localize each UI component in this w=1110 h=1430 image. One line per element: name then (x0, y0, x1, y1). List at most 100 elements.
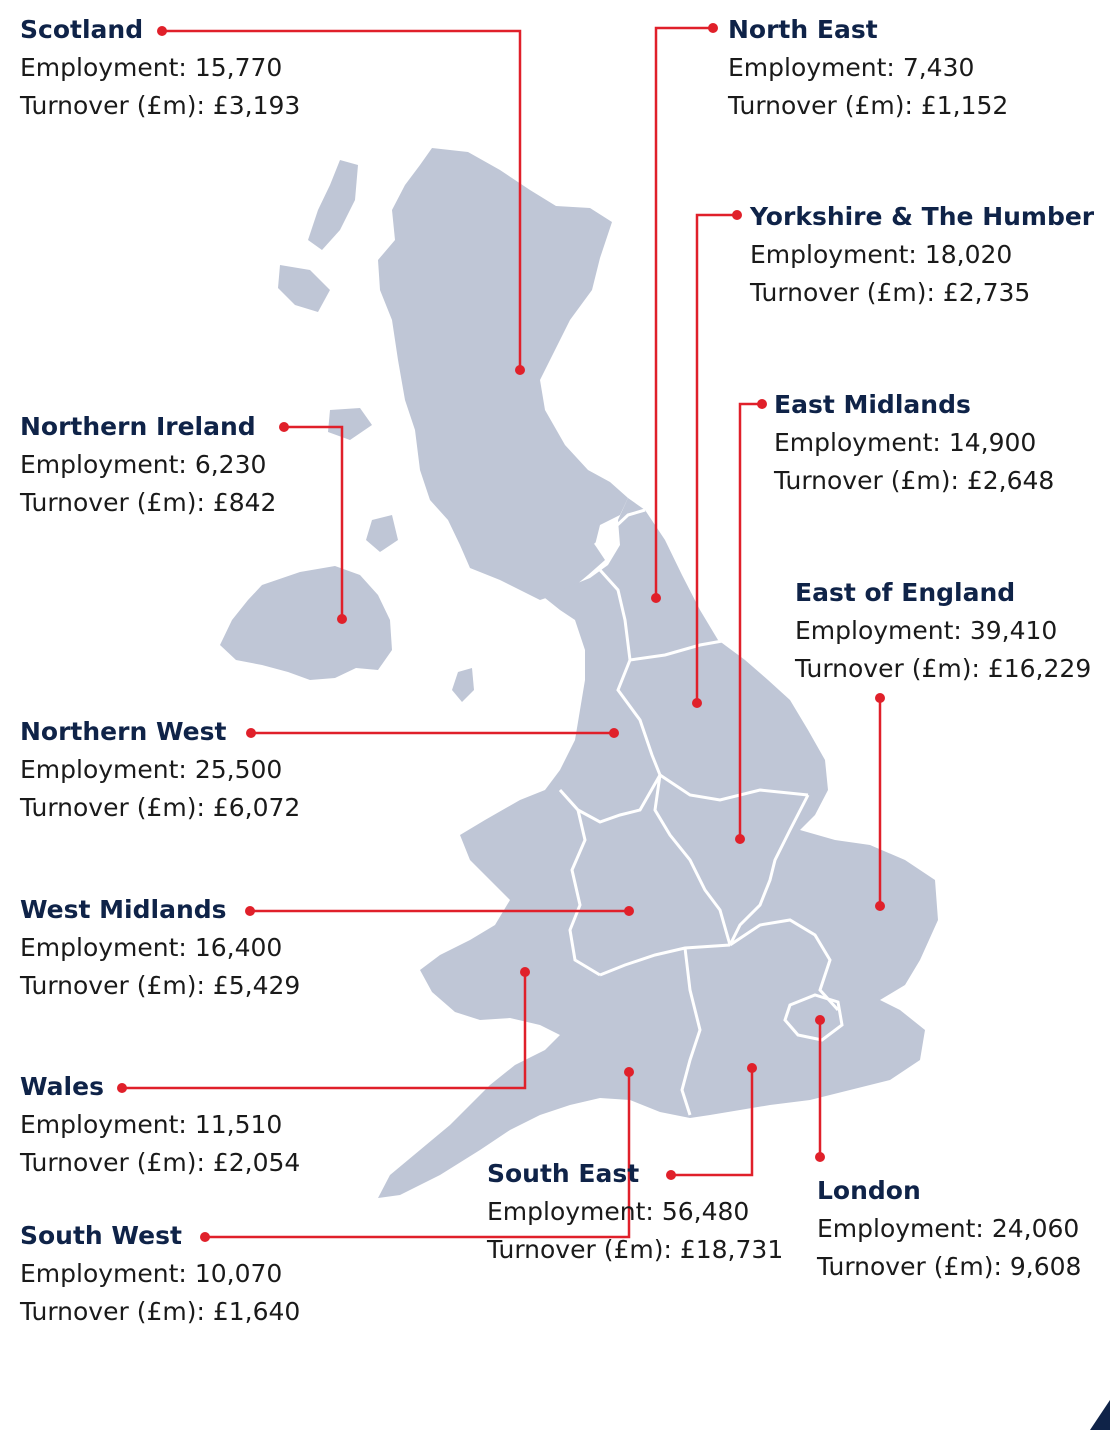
marker-wales-label (117, 1083, 127, 1093)
border-london (783, 993, 844, 1042)
turnover-line: Turnover (£m): £3,193 (20, 87, 300, 125)
border-scotland-england (594, 508, 646, 547)
region-name: Yorkshire & The Humber (750, 202, 1095, 231)
turnover-value: £842 (212, 488, 277, 517)
turnover-label: Turnover (£m): (487, 1235, 672, 1264)
border-northwest-yorkshire (616, 659, 662, 776)
turnover-label: Turnover (£m): (20, 793, 205, 822)
turnover-label: Turnover (£m): (817, 1252, 1002, 1281)
employment-value: 25,500 (194, 755, 283, 784)
region-label-wales: Wales Employment: 11,510 Turnover (£m): … (20, 1068, 300, 1182)
employment-line: Employment: 18,020 (750, 236, 1094, 274)
border-southwest-southeast (680, 947, 702, 1116)
turnover-label: Turnover (£m): (728, 91, 913, 120)
region-label-west-midlands: West Midlands Employment: 16,400 Turnove… (20, 891, 300, 1005)
border-northeast-yorkshire (629, 638, 729, 662)
leader-north-east (654, 26, 713, 598)
marker-ni-map (337, 614, 347, 624)
land-masses (220, 148, 938, 1198)
leader-markers (117, 23, 885, 1242)
leader-scotland (162, 29, 522, 370)
marker-ee-map (875, 901, 885, 911)
employment-label: Employment: (20, 1110, 187, 1139)
region-name: Wales (20, 1072, 104, 1101)
region-name: Northern West (20, 717, 227, 746)
employment-value: 6,230 (194, 450, 267, 479)
employment-line: Employment: 39,410 (795, 612, 1091, 650)
marker-sw-map (624, 1067, 634, 1077)
turnover-value: £3,193 (212, 91, 301, 120)
turnover-line: Turnover (£m): £2,648 (774, 462, 1054, 500)
marker-em-map (735, 834, 745, 844)
turnover-value: £2,648 (966, 466, 1055, 495)
turnover-label: Turnover (£m): (20, 1297, 205, 1326)
marker-ne-label (708, 23, 718, 33)
employment-label: Employment: (750, 240, 917, 269)
employment-label: Employment: (817, 1214, 984, 1243)
turnover-line: Turnover (£m): £2,735 (750, 274, 1094, 312)
marker-ne-map (651, 593, 661, 603)
region-label-northern-west: Northern West Employment: 25,500 Turnove… (20, 713, 300, 827)
employment-line: Employment: 15,770 (20, 49, 300, 87)
land-scotland-islands-islay (366, 515, 398, 552)
employment-line: Employment: 14,900 (774, 424, 1054, 462)
turnover-line: Turnover (£m): £18,731 (487, 1231, 783, 1269)
turnover-line: Turnover (£m): £1,152 (728, 87, 1008, 125)
turnover-value: £1,152 (920, 91, 1009, 120)
border-wales-westmids (568, 809, 601, 977)
region-name: West Midlands (20, 895, 227, 924)
region-name: Northern Ireland (20, 412, 256, 441)
employment-label: Employment: (20, 450, 187, 479)
turnover-value: £16,229 (987, 654, 1092, 683)
turnover-value: £2,735 (942, 278, 1031, 307)
region-name: London (817, 1176, 921, 1205)
turnover-value: 9,608 (1009, 1252, 1082, 1281)
employment-label: Employment: (728, 53, 895, 82)
border-northwest-wales-westmids (558, 774, 662, 824)
employment-line: Employment: 25,500 (20, 751, 300, 789)
turnover-label: Turnover (£m): (20, 971, 205, 1000)
marker-wm-label (245, 906, 255, 916)
employment-value: 56,480 (661, 1197, 750, 1226)
turnover-label: Turnover (£m): (20, 91, 205, 120)
turnover-line: Turnover (£m): £842 (20, 484, 276, 522)
leader-northern-ireland (284, 425, 344, 619)
turnover-label: Turnover (£m): (20, 488, 205, 517)
marker-wm-map (624, 906, 634, 916)
marker-se-label (666, 1170, 676, 1180)
marker-yh-label (732, 210, 742, 220)
land-northern-ireland (220, 566, 392, 680)
marker-scotland-map (515, 365, 525, 375)
region-label-south-west: South West Employment: 10,070 Turnover (… (20, 1217, 300, 1331)
employment-value: 39,410 (969, 616, 1058, 645)
land-scotland-islands-skye (278, 265, 330, 312)
turnover-label: Turnover (£m): (774, 466, 959, 495)
corner-triangle (1090, 1400, 1110, 1430)
employment-value: 18,020 (924, 240, 1013, 269)
turnover-line: Turnover (£m): £6,072 (20, 789, 300, 827)
employment-line: Employment: 10,070 (20, 1255, 300, 1293)
employment-label: Employment: (20, 53, 187, 82)
land-scotland-islands-mull (328, 408, 372, 440)
leader-wales (122, 972, 527, 1090)
employment-value: 16,400 (194, 933, 283, 962)
employment-label: Employment: (20, 755, 187, 784)
employment-label: Employment: (774, 428, 941, 457)
leader-lines (122, 26, 882, 1239)
employment-line: Employment: 24,060 (817, 1210, 1081, 1248)
turnover-value: £2,054 (212, 1148, 301, 1177)
leader-east-midlands (738, 402, 762, 839)
turnover-label: Turnover (£m): (20, 1148, 205, 1177)
border-westmids-southwest (599, 943, 731, 977)
region-label-north-east: North East Employment: 7,430 Turnover (£… (728, 11, 1008, 125)
region-name: East of England (795, 578, 1016, 607)
turnover-line: Turnover (£m): 9,608 (817, 1248, 1081, 1286)
marker-london-map (815, 1015, 825, 1025)
employment-value: 7,430 (902, 53, 975, 82)
border-westmids-eastmids (653, 774, 732, 946)
land-scotland-islands-west (308, 160, 358, 250)
leader-south-west (205, 1072, 631, 1239)
region-label-northern-ireland: Northern Ireland Employment: 6,230 Turno… (20, 408, 276, 522)
